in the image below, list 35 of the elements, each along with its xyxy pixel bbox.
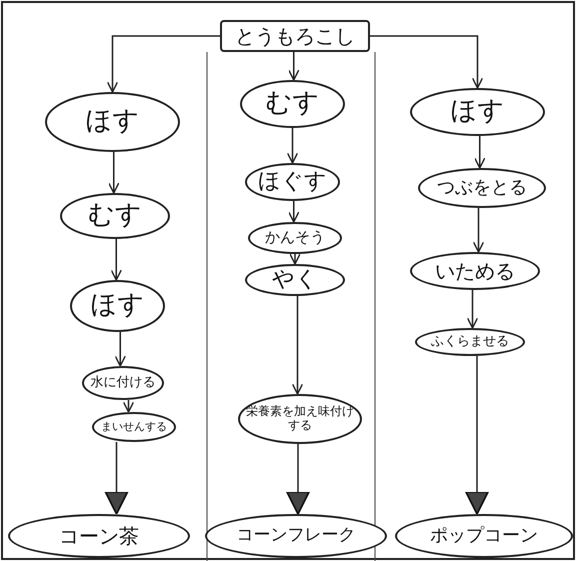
arrow — [288, 201, 300, 223]
step-oval: ほす — [45, 92, 180, 152]
arrow — [122, 400, 134, 413]
arrow — [472, 208, 484, 253]
arrow — [114, 332, 126, 367]
arrow — [370, 35, 484, 89]
step-oval: ほぐす — [245, 163, 340, 201]
arrow — [289, 253, 301, 265]
arrow — [286, 128, 298, 164]
arrow — [474, 136, 486, 169]
title-box: とうもろこし — [220, 20, 370, 52]
arrow — [288, 52, 300, 81]
arrow — [466, 290, 478, 329]
step-oval: ふくらませる — [415, 328, 525, 356]
arrow — [108, 152, 120, 194]
step-oval: まいせんする — [92, 412, 176, 442]
step-oval: むす — [60, 193, 170, 239]
arrow — [292, 296, 304, 395]
arrow — [104, 442, 128, 515]
step-oval: かんそう — [248, 222, 342, 254]
arrow — [286, 444, 310, 515]
step-oval: 栄養素を加え味付けする — [238, 394, 362, 444]
step-oval: やく — [245, 264, 345, 296]
product-ellipse: コーン茶 — [8, 514, 190, 558]
step-oval: 水に付ける — [82, 366, 164, 400]
step-oval: ほす — [70, 280, 165, 332]
arrow — [106, 35, 220, 93]
product-ellipse: ポップコーン — [395, 514, 573, 558]
product-ellipse: コーンフレーク — [205, 514, 387, 558]
step-oval: いためる — [410, 252, 540, 290]
arrow — [465, 356, 489, 515]
step-oval: むす — [240, 80, 345, 128]
step-oval: つぶをとる — [418, 168, 546, 208]
arrow — [110, 239, 122, 281]
step-oval: ほす — [410, 88, 545, 136]
